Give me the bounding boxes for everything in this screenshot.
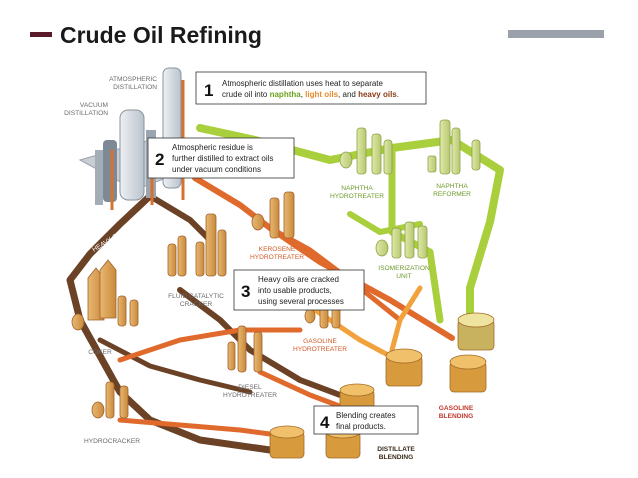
heavy-oils-flow-pipe [66, 192, 274, 454]
gasoline-blending-tank-1 [385, 348, 423, 387]
kerosene-hydrotreater-label-2: HYDROTREATER [250, 254, 304, 261]
fluid-catalytic-cracker-label-1: FLUID CATALYTIC [168, 293, 224, 300]
vacuum-column [119, 109, 145, 201]
callout-1-naphtha: naphtha [270, 90, 302, 99]
kerosene-flow-pipe [267, 225, 403, 323]
callout-1-prefix: crude oil into [222, 90, 270, 99]
callout-1-number: 1 [204, 81, 213, 100]
isomerization-unit-label-2: UNIT [396, 273, 411, 280]
callout-3: 3 Heavy oils are cracked into usable pro… [233, 269, 365, 311]
distillate-blending-label-2: BLENDING [379, 454, 413, 461]
gasoline-blending-label-2: BLENDING [439, 413, 473, 420]
gasoline-blending-label-1: GASOLINE [439, 405, 474, 412]
heavy-oils-to-fcc-pipe [147, 193, 213, 243]
callout-2-line-3: under vacuum conditions [172, 165, 261, 174]
callout-2: 2 Atmospheric residue is further distill… [147, 137, 295, 179]
vacuum-distillation-label-2: DISTILLATION [64, 110, 108, 117]
diesel-hydrotreater-label-2: HYDROTREATER [223, 392, 277, 399]
callout-1-heavy-oils: heavy oils [358, 90, 397, 99]
isomerization-unit-label-1: ISOMERIZATION [378, 265, 430, 272]
naphtha-reformer-label-2: REFORMER [433, 191, 471, 198]
isomerization-to-blend-pipe [389, 285, 423, 353]
atmospheric-distillation-label-1: ATMOSPHERIC [109, 76, 157, 83]
kerosene-hydrotreater-label-1: KEROSENE [259, 246, 296, 253]
gasoline-hydrotreater-label-2: HYDROTREATER [293, 346, 347, 353]
hydrocracker-label: HYDROCRACKER [84, 438, 140, 445]
callout-1-light-oils: light oils [305, 90, 338, 99]
light-oils-flow-pipe [192, 175, 455, 341]
callout-1-line-2: crude oil into naphtha, light oils, and … [222, 90, 399, 99]
coker-label: COKER [88, 349, 112, 356]
callout-1-sep-2: , and [338, 90, 358, 99]
callout-1: 1 Atmospheric distillation uses heat to … [195, 71, 427, 105]
slide-title: Crude Oil Refining [60, 22, 262, 48]
callout-4-line-2: final products. [336, 422, 386, 431]
callout-1-line-1: Atmospheric distillation uses heat to se… [222, 79, 384, 88]
fluid-catalytic-cracker-label-2: CRACKER [180, 301, 212, 308]
distillate-blending-tank-1 [269, 425, 305, 459]
naphtha-hydrotreater-label-1: NAPHTHA [341, 185, 373, 192]
title-accent-mark [30, 32, 52, 37]
hydrocracker-out-pipe [117, 417, 303, 441]
naphtha-units [339, 119, 481, 259]
diesel-out-pipe [257, 369, 353, 413]
naphtha-reformer-label-1: NAPHTHA [436, 183, 468, 190]
fcc-to-diesel-pipe [177, 287, 343, 398]
gasoline-blending-tank-3 [457, 312, 495, 351]
callout-4: 4 Blending creates final products. [313, 405, 419, 435]
callout-4-line-1: Blending creates [336, 411, 396, 420]
callout-3-line-2: into usable products, [258, 286, 332, 295]
blending-tanks [269, 312, 495, 459]
header-decor-bar [508, 30, 604, 38]
diesel-hydrotreater-label-1: DIESEL [238, 384, 262, 391]
gasoline-hydrotreater-label-1: GASOLINE [303, 338, 337, 345]
callout-1-end: . [397, 90, 399, 99]
naphtha-hydrotreater-label-2: HYDROTREATER [330, 193, 384, 200]
callout-3-line-3: using several processes [258, 297, 344, 306]
gasoline-blending-tank-2 [449, 354, 487, 393]
orange-heavy-pipe [117, 327, 303, 363]
distillate-blending-label-1: DISTILLATE [377, 446, 415, 453]
callout-3-number: 3 [241, 282, 250, 301]
callout-1-sep-1: , [301, 90, 305, 99]
callout-4-number: 4 [320, 413, 330, 432]
vacuum-distillation-label-1: VACUUM [80, 102, 108, 109]
coker-flow-pipe [97, 337, 253, 395]
callout-2-line-2: further distilled to extract oils [172, 154, 273, 163]
callout-2-line-1: Atmospheric residue is [172, 143, 253, 152]
callout-3-line-1: Heavy oils are cracked [258, 275, 339, 284]
atmospheric-distillation-label-2: DISTILLATION [113, 84, 157, 91]
callout-2-number: 2 [155, 150, 164, 169]
